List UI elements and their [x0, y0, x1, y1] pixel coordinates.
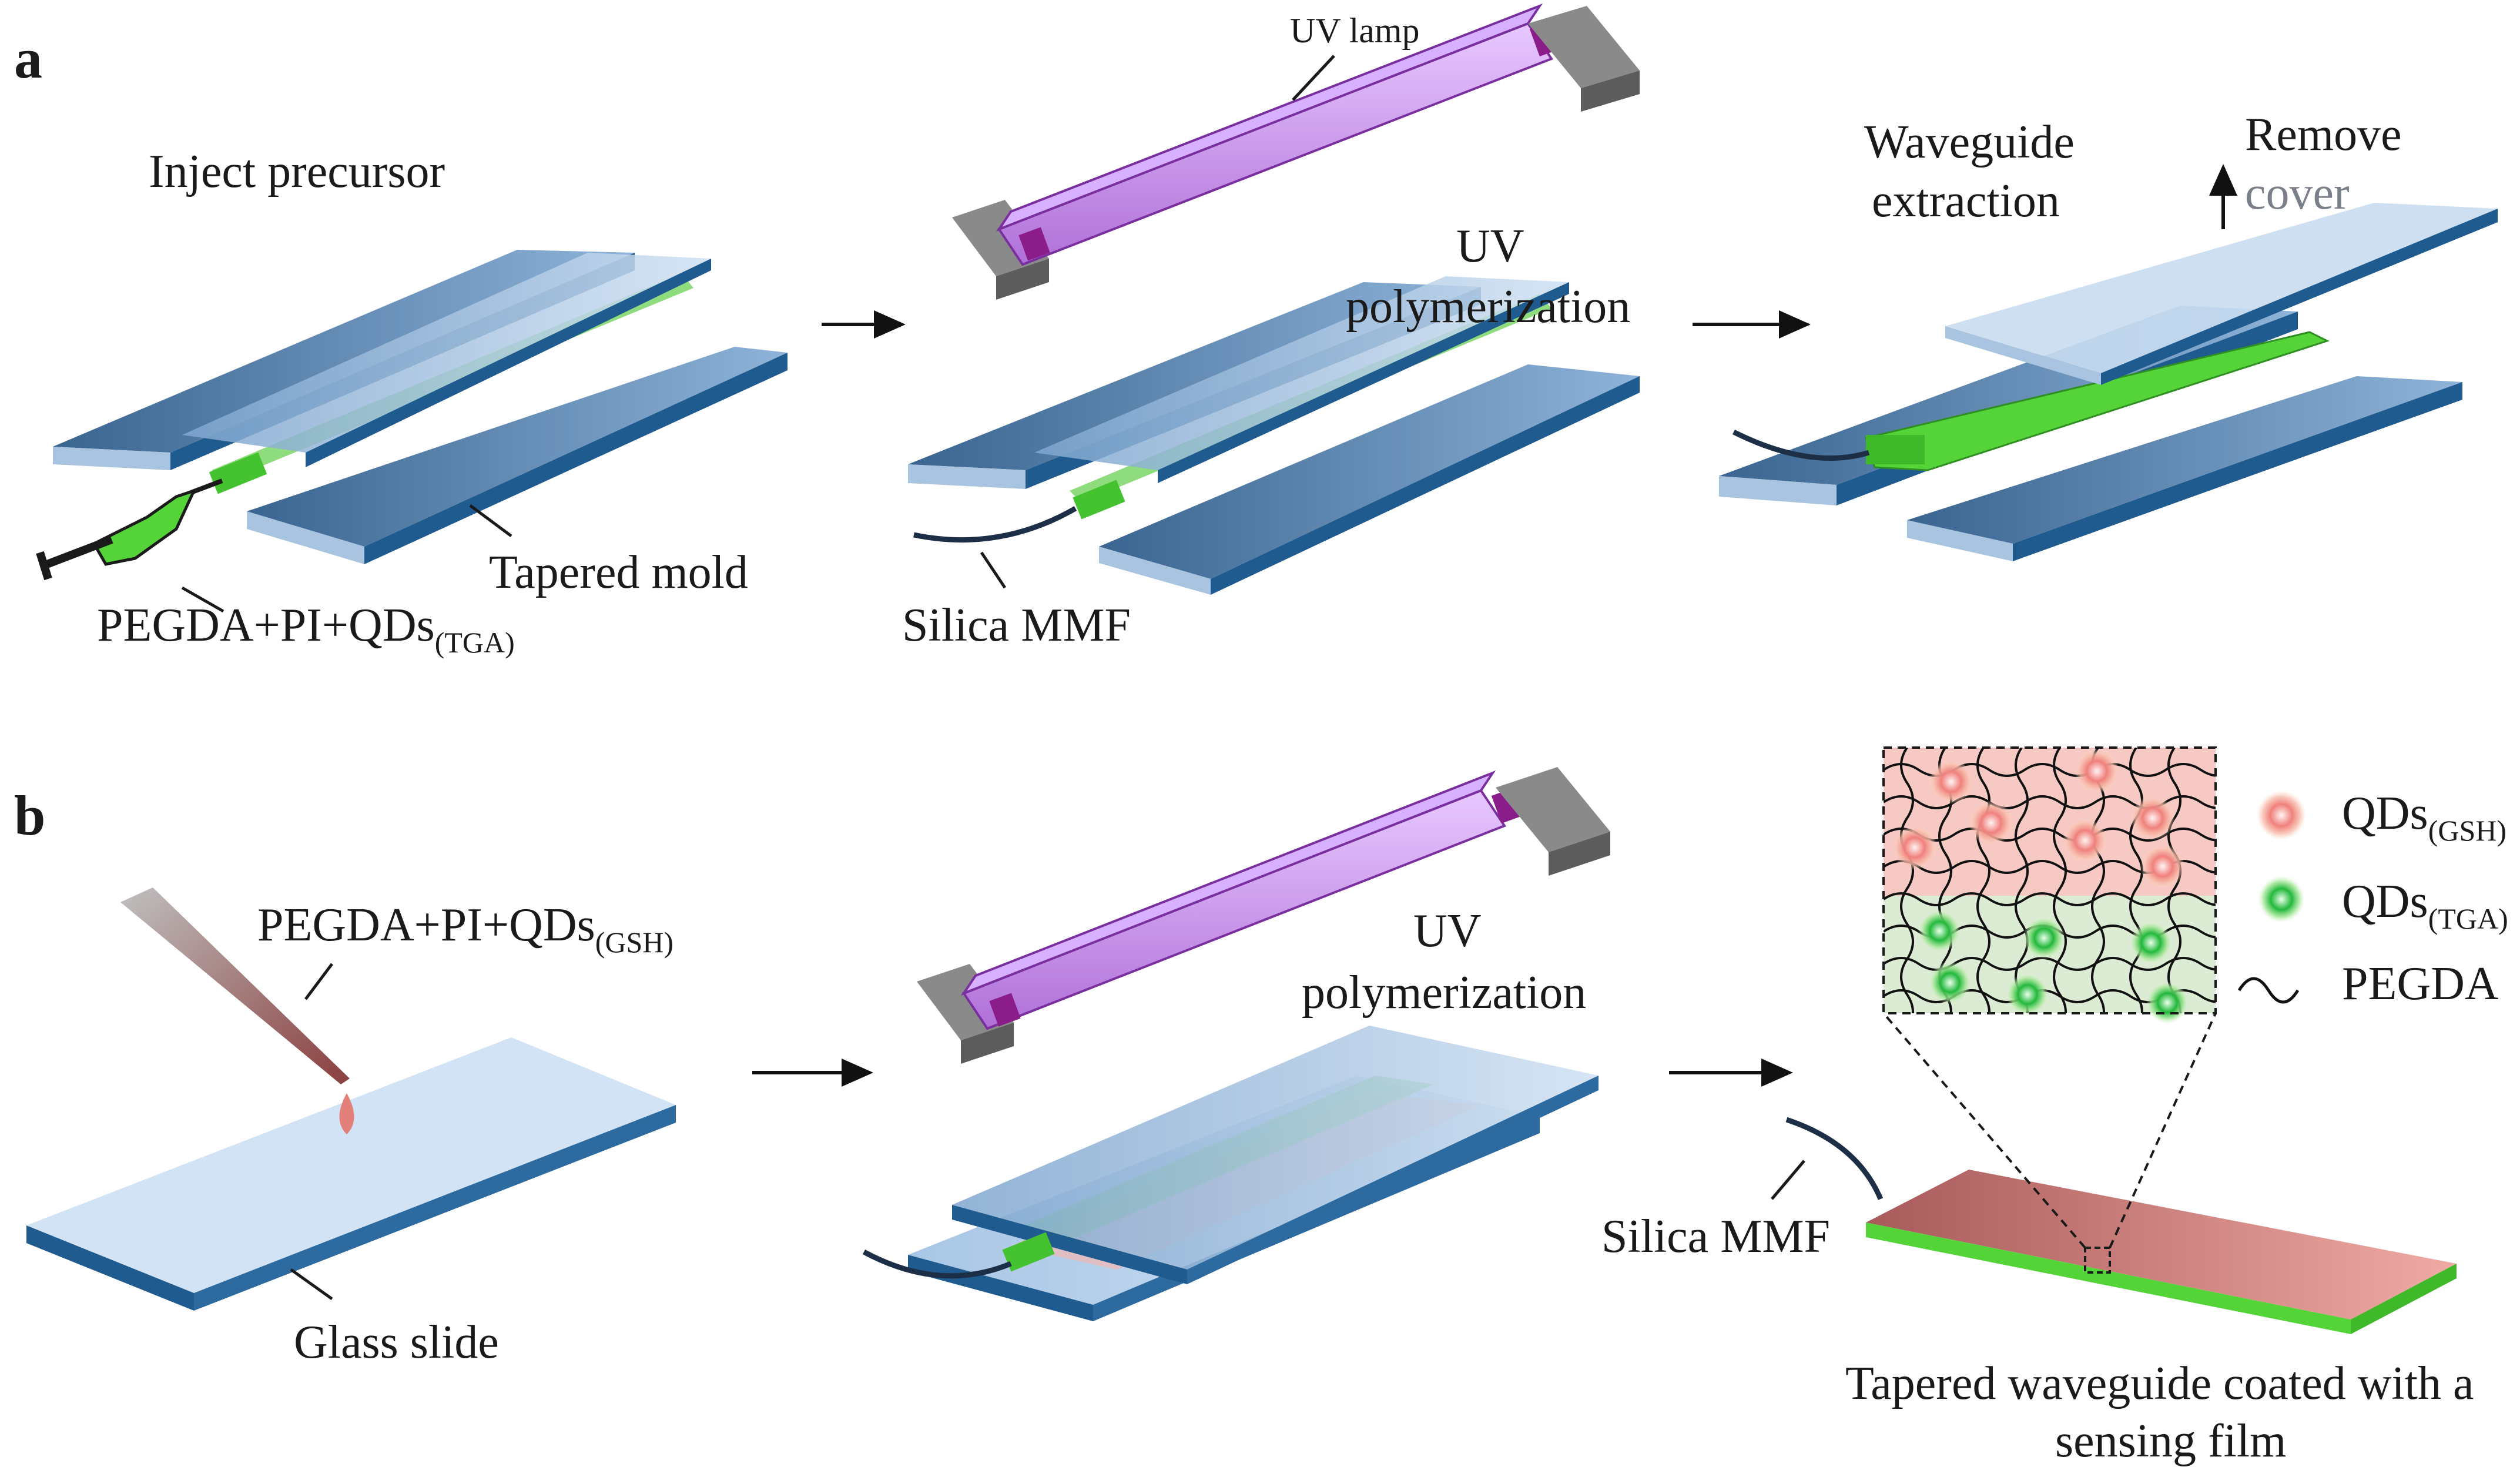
tapered-mold-label: Tapered mold	[489, 547, 748, 598]
caption-line1: Tapered waveguide coated with a	[1845, 1358, 2474, 1409]
legend-tga-dot	[2258, 876, 2305, 923]
inset-red-dots	[1892, 749, 2185, 889]
silica-fiber-b2	[862, 1250, 1012, 1279]
pipette-icon	[120, 887, 354, 1134]
mold-assembly-a2	[908, 276, 1640, 595]
zoom-marker	[2084, 1247, 2111, 1274]
uv-lamp-label: UV lamp	[1290, 11, 1420, 50]
legend-pegda-label: PEGDA	[2342, 958, 2499, 1010]
leader-fiber-a	[980, 551, 1007, 589]
panel-b-step2: UV polymerization	[862, 767, 1610, 1321]
waveguide-label-line2: extraction	[1872, 175, 2060, 227]
uv-lamp-icon	[917, 767, 1610, 1064]
glass-slide	[26, 1037, 676, 1311]
waveguide-fiber-block	[1866, 435, 1925, 464]
leader-fiber-b	[1771, 1160, 1805, 1200]
cover-label: cover	[2245, 168, 2350, 219]
leader-mold	[469, 504, 512, 538]
legend-tga-label: QDs(TGA)	[2342, 876, 2508, 935]
zoom-line-right	[2109, 1013, 2217, 1248]
waveguide-label-line1: Waveguide	[1864, 116, 2075, 168]
fiber-end-block	[209, 452, 267, 494]
leader-slide	[290, 1268, 333, 1301]
uv-polymerization-label-b-line1: UV	[1413, 905, 1482, 957]
panel-b-step1: PEGDA+PI+QDs(GSH) Glass slide	[26, 887, 676, 1368]
uv-polymerization-label-a-line1: UV	[1456, 220, 1524, 272]
legend-gsh-label: QDs(GSH)	[2342, 788, 2506, 847]
silica-fiber-b3	[1785, 1117, 1884, 1200]
slide-stack-b2	[908, 1026, 1599, 1321]
material-label-a: PEGDA+PI+QDs(TGA)	[97, 599, 515, 659]
syringe-icon	[36, 478, 223, 581]
leader-material-a	[181, 586, 224, 613]
panel-b-step3: QDs(GSH) QDs(TGA) PEGDA Silica MMF Taper…	[1601, 746, 2508, 1467]
legend: QDs(GSH) QDs(TGA) PEGDA	[2237, 788, 2508, 1010]
inject-precursor-label: Inject precursor	[149, 146, 445, 197]
legend-pegda-line	[2237, 977, 2300, 1004]
leader-lamp	[1292, 55, 1335, 101]
zoom-line-left	[1882, 1012, 2086, 1249]
silica-fiber-a3	[1732, 429, 1870, 461]
tapered-mold-right	[247, 347, 788, 564]
panel-a-step2: UV lamp UV polymerization Silica MMF	[902, 3, 1640, 651]
uv-polymerization-label-b-line2: polymerization	[1302, 967, 1586, 1019]
leader-material-b	[304, 963, 333, 1000]
panel-a-step1: Inject precursor Tapered mold PEGDA+PI+Q…	[36, 146, 788, 659]
zoom-inset	[1882, 746, 2217, 1024]
silica-fiber-a2	[913, 506, 1077, 543]
removed-cover	[1945, 203, 2498, 385]
caption-line2: sensing film	[2055, 1415, 2286, 1467]
silica-mmf-label-a: Silica MMF	[902, 599, 1131, 651]
cover-slide-a1	[182, 253, 711, 467]
uv-polymerization-label-a-line2: polymerization	[1346, 281, 1630, 333]
panel-a-step3: Waveguide extraction Remove cover	[1719, 109, 2498, 561]
glass-slide-label: Glass slide	[294, 1317, 499, 1368]
coated-waveguide	[1866, 1170, 2457, 1334]
legend-gsh-dot	[2257, 791, 2306, 840]
panel-a-letter: a	[14, 27, 42, 90]
material-label-b: PEGDA+PI+QDs(GSH)	[257, 899, 673, 959]
remove-label: Remove	[2245, 109, 2402, 160]
silica-mmf-label-b: Silica MMF	[1601, 1211, 1830, 1262]
panel-b-letter: b	[14, 784, 45, 847]
uv-lamp-icon	[952, 3, 1640, 300]
